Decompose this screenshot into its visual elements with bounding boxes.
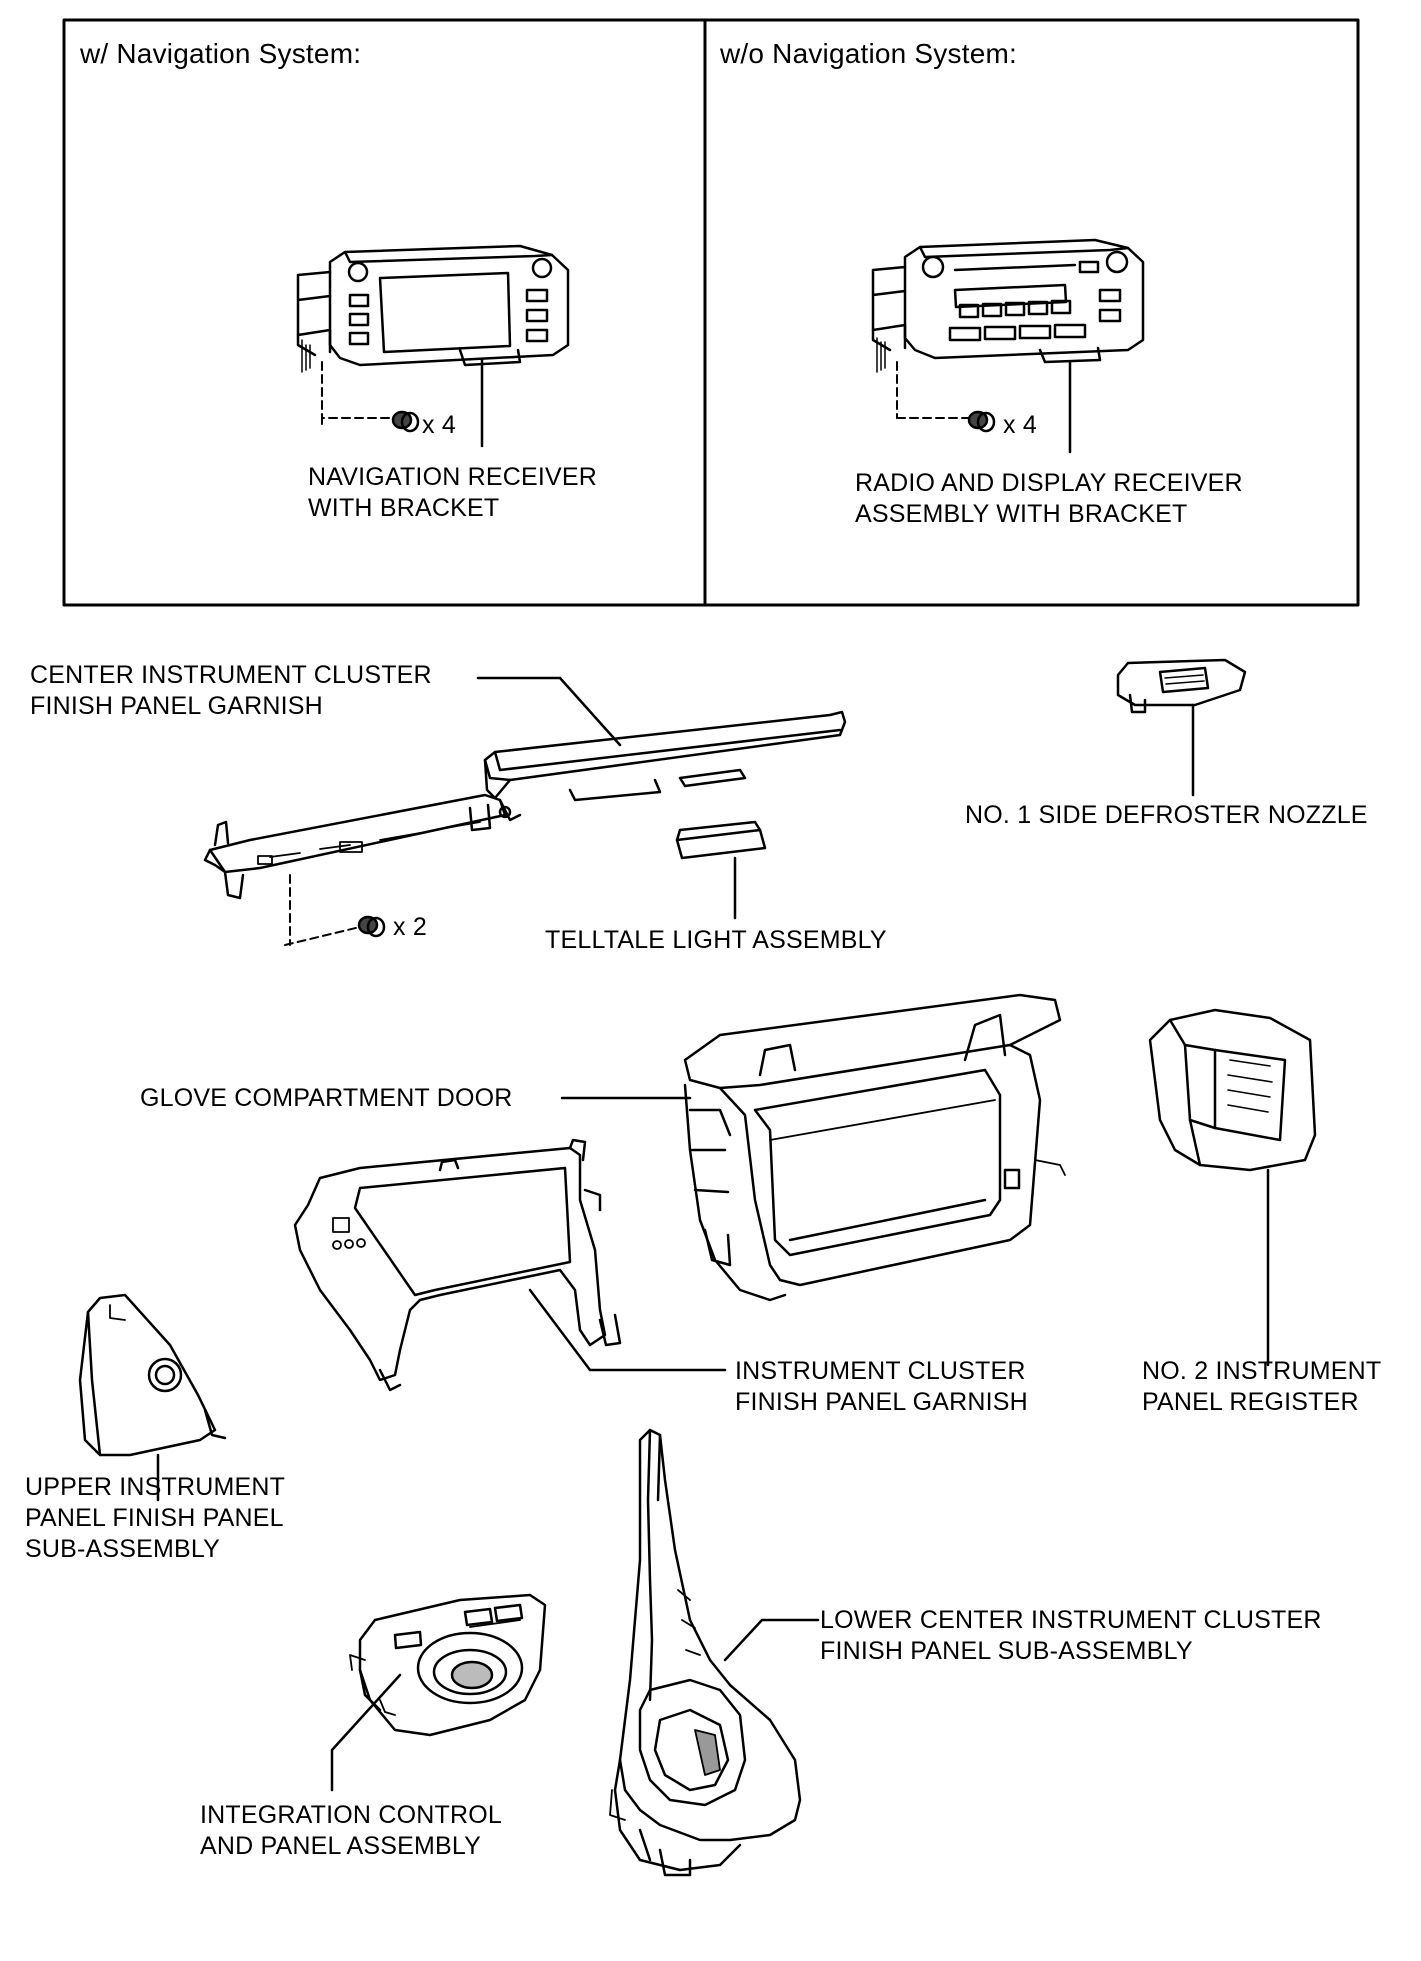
label-glove-compartment-door: GLOVE COMPARTMENT DOOR [140, 1084, 513, 1112]
panel-register-drawing [1148, 1008, 1317, 1367]
telltale-light-drawing [675, 820, 767, 920]
label-panel-register: NO. 2 INSTRUMENT PANEL REGISTER [1142, 1357, 1382, 1416]
glove-compartment-drawing [683, 993, 1066, 1302]
navigation-screw-icon [321, 361, 420, 433]
label-upper-finish-panel: UPPER INSTRUMENT PANEL FINISH PANEL SUB-… [25, 1473, 286, 1563]
label-integration-control: INTEGRATION CONTROL AND PANEL ASSEMBLY [200, 1801, 502, 1860]
panel-title-without-navigation: w/o Navigation System: [720, 38, 1017, 69]
label-lower-center-panel: LOWER CENTER INSTRUMENT CLUSTER FINISH P… [820, 1606, 1322, 1665]
radio-screw-icon [896, 361, 996, 433]
lower-center-panel-leader [723, 1618, 820, 1662]
cluster-garnish-leader [528, 1288, 727, 1372]
label-navigation-screw-qty: x 4 [422, 411, 456, 439]
cluster-garnish-drawing [293, 1138, 622, 1392]
center-garnish-screw-icon [284, 874, 386, 946]
center-garnish-drawing [203, 710, 847, 900]
center-garnish-leader [476, 676, 622, 747]
label-navigation-receiver: NAVIGATION RECEIVER WITH BRACKET [308, 463, 598, 522]
panel-title-with-navigation: w/ Navigation System: [80, 38, 362, 69]
lower-center-panel-drawing [609, 1428, 802, 1877]
label-center-garnish: CENTER INSTRUMENT CLUSTER FINISH PANEL G… [30, 661, 432, 720]
label-telltale-light: TELLTALE LIGHT ASSEMBLY [545, 926, 887, 954]
navigation-receiver-drawing [296, 244, 570, 373]
radio-receiver-drawing [871, 238, 1145, 373]
integration-control-drawing [349, 1593, 547, 1737]
label-defroster-nozzle: NO. 1 SIDE DEFROSTER NOZZLE [965, 801, 1368, 829]
label-radio-receiver: RADIO AND DISPLAY RECEIVER ASSEMBLY WITH… [855, 469, 1243, 528]
label-radio-screw-qty: x 4 [1003, 411, 1037, 439]
variant-box [62, 18, 1360, 607]
upper-finish-panel-drawing [78, 1293, 227, 1502]
integration-control-leader [330, 1673, 402, 1792]
label-center-garnish-screw-qty: x 2 [393, 913, 427, 941]
label-cluster-garnish: INSTRUMENT CLUSTER FINISH PANEL GARNISH [735, 1357, 1028, 1416]
defroster-nozzle-drawing [1116, 658, 1247, 797]
